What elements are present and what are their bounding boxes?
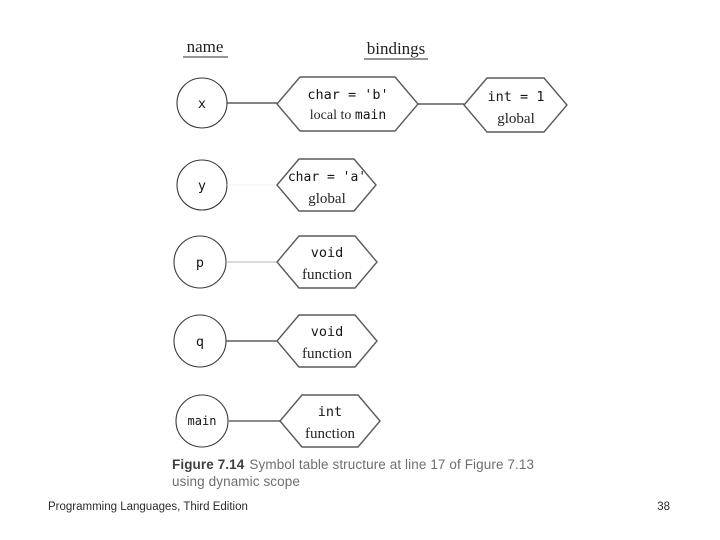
page-number: 38: [657, 501, 670, 513]
figure-caption: Figure 7.14 Symbol table structure at lin…: [172, 456, 622, 490]
name-label-y: y: [198, 178, 206, 194]
binding-main-1-line2: function: [305, 426, 355, 442]
name-label-p: p: [196, 255, 204, 271]
row-q: q void function: [173, 314, 378, 368]
footer-book-title: Programming Languages, Third Edition: [48, 501, 248, 513]
binding-x-2-line2: global: [497, 111, 535, 127]
name-label-x: x: [198, 96, 206, 112]
row-main: main int function: [175, 394, 381, 448]
binding-y-1-line1: char = 'a': [288, 170, 366, 185]
binding-x-2-line1: int = 1: [488, 89, 545, 105]
binding-hex-main-1: [279, 394, 381, 448]
binding-x-1-line1: char = 'b': [307, 87, 388, 103]
binding-q-1-line1: void: [311, 324, 344, 340]
binding-p-1-line2: function: [302, 267, 352, 283]
binding-main-1-line1: int: [318, 404, 342, 420]
binding-y-1-line2: global: [308, 191, 346, 207]
row-p: p void function: [173, 235, 378, 289]
row-y: y char = 'a' global: [176, 158, 377, 212]
binding-hex-x-2: [463, 77, 568, 133]
binding-q-1-line2: function: [302, 346, 352, 362]
symbol-table-diagram: name bindings x char = 'b' local to main…: [173, 37, 568, 448]
column-header-bindings: bindings: [367, 39, 426, 58]
caption-text: Symbol table structure at line 17 of Fig…: [249, 457, 535, 472]
row-x: x char = 'b' local to main int = 1 globa…: [176, 76, 568, 133]
binding-hex-p-1: [276, 235, 378, 289]
binding-hex-q-1: [276, 314, 378, 368]
figure-number: Figure 7.14: [172, 457, 245, 472]
name-label-main: main: [188, 414, 217, 428]
name-label-q: q: [196, 334, 204, 350]
caption-line-2: using dynamic scope: [172, 474, 300, 489]
column-header-name: name: [187, 37, 224, 56]
caption-line-1: Figure 7.14 Symbol table structure at lin…: [172, 456, 622, 473]
binding-x-1-line2: local to main: [310, 108, 386, 123]
binding-p-1-line1: void: [311, 245, 344, 261]
binding-hex-y-1: [276, 158, 377, 212]
